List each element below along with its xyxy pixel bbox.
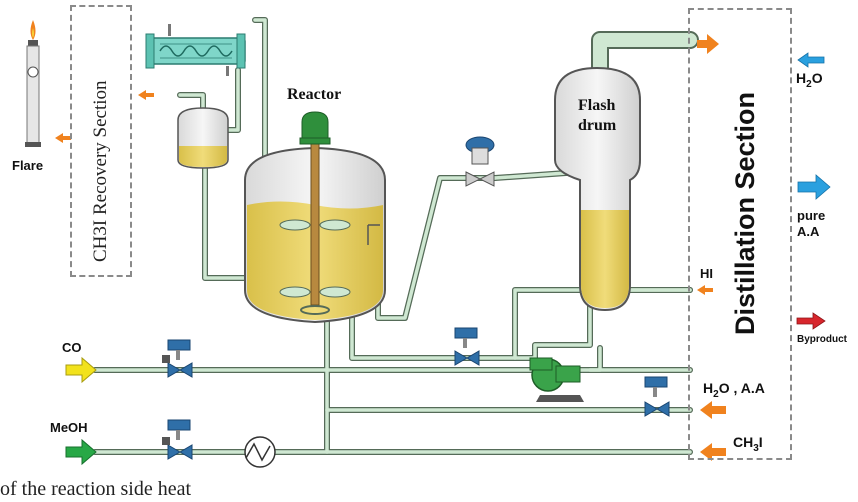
flash-drum bbox=[554, 66, 641, 312]
byproduct-label: Byproduct bbox=[797, 334, 847, 345]
arrow-h2o-aa-icon bbox=[700, 401, 726, 419]
agitator-motor-icon bbox=[299, 111, 331, 145]
reflux-drum bbox=[177, 107, 229, 169]
arrow-meoh-icon bbox=[65, 438, 97, 466]
distillation-section-box bbox=[688, 8, 792, 460]
pump-icon bbox=[529, 357, 584, 402]
arrow-ch3i-icon bbox=[700, 443, 726, 461]
h2o-aa-label: H2O , A.A bbox=[703, 380, 765, 400]
flash-drum-label-line1: Flash bbox=[578, 97, 616, 114]
reactor-label: Reactor bbox=[287, 86, 342, 103]
ch3i-label: CH3I bbox=[733, 434, 763, 454]
condenser bbox=[145, 24, 246, 76]
pure-aa-label-line1: pure bbox=[797, 208, 826, 223]
flash-drum-label-line2: drum bbox=[578, 117, 617, 134]
pure-aa-label-line2: A.A bbox=[797, 224, 820, 239]
recovery-section-title: CH3I Recovery Section bbox=[90, 80, 111, 262]
control-valve-pump-icon bbox=[454, 327, 480, 366]
control-valve-co-icon bbox=[162, 339, 193, 378]
stream-arrows bbox=[55, 34, 831, 466]
arrow-to-distillation-icon bbox=[697, 34, 719, 54]
arrow-to-recovery-icon bbox=[138, 90, 154, 100]
heat-exchanger-icon bbox=[244, 436, 276, 468]
arrow-byproduct-icon bbox=[796, 312, 826, 330]
co-label: CO bbox=[62, 340, 82, 355]
agitator bbox=[279, 139, 351, 315]
arrow-h2o-icon bbox=[797, 52, 825, 68]
arrow-co-icon bbox=[65, 356, 97, 384]
recovery-section-box bbox=[70, 5, 132, 277]
control-valve-meoh-icon bbox=[162, 419, 193, 460]
caption-fragment: of the reaction side heat bbox=[0, 478, 192, 500]
arrow-pure-aa-icon bbox=[797, 174, 831, 200]
control-valve-flash-icon bbox=[465, 136, 495, 187]
meoh-label: MeOH bbox=[50, 420, 88, 435]
flare-stack-icon bbox=[25, 20, 41, 147]
distillation-section-title: Distillation Section bbox=[730, 91, 760, 335]
control-valve-recycle-icon bbox=[644, 376, 670, 417]
hi-label: HI bbox=[700, 266, 713, 281]
h2o-output-label: H2O bbox=[796, 70, 823, 90]
arrow-to-flare-icon bbox=[55, 133, 71, 143]
arrow-hi-icon bbox=[697, 285, 713, 295]
flare-label: Flare bbox=[12, 158, 44, 173]
